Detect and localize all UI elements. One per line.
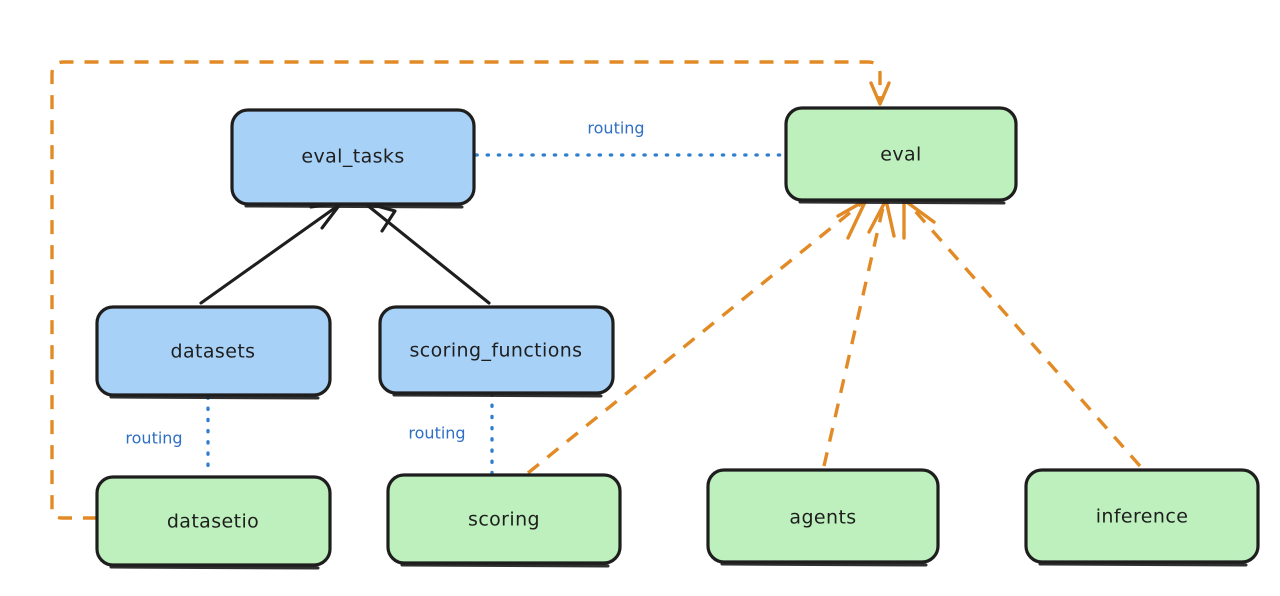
edge-label-routing-top: routing [587,119,644,138]
node-inference-box[interactable] [1024,468,1260,564]
node-eval_tasks-box[interactable] [230,108,476,206]
edge-datasets-eval_tasks-line [199,203,341,305]
node-datasetio-shadow [109,565,320,570]
node-agents-label: agents [789,507,856,529]
node-scoring_functions-label: scoring_functions [410,340,583,362]
node-datasets-shadow [109,395,320,400]
node-eval-label: eval [880,144,921,166]
node-datasets-box[interactable] [95,305,332,397]
edge-label-routing-scoring-functions: routing [408,424,465,443]
node-datasets[interactable]: datasets [95,305,332,400]
node-inference-shadow [1038,562,1248,567]
node-agents-shadow [720,562,928,567]
node-eval[interactable]: eval [784,106,1018,205]
node-scoring_functions[interactable]: scoring_functions [378,305,615,398]
edge-inference-eval-line [906,201,1142,468]
node-eval_tasks-label: eval_tasks [301,146,404,168]
edge-agents-eval-line [822,202,886,467]
edge-agents-eval [822,198,896,467]
edge-label-group: routing routing routing [125,119,644,448]
node-agents[interactable]: agents [706,468,940,567]
edge-scoringfn-eval_tasks-line [365,203,491,305]
edge-scoringfn-eval_tasks [364,201,491,305]
node-datasetio-box[interactable] [95,475,332,567]
edge-datasetio-eval [50,60,891,520]
edge-group [50,60,1142,520]
node-agents-box[interactable] [706,468,940,564]
edge-inference-eval-arrowhead [902,198,936,240]
node-datasetio-label: datasetio [167,511,259,533]
node-scoring-box[interactable] [386,473,622,565]
node-eval-box[interactable] [784,106,1018,202]
edge-label-routing-datasets: routing [125,429,182,448]
node-eval-shadow [798,200,1006,205]
node-scoring-label: scoring [468,509,540,531]
node-eval_tasks-shadow [244,204,464,209]
edge-inference-eval [902,198,1142,468]
node-inference[interactable]: inference [1024,468,1260,567]
node-datasets-label: datasets [171,341,256,363]
node-datasetio[interactable]: datasetio [95,475,332,570]
node-scoring_functions-shadow [392,393,603,398]
edge-scoring-eval-line [526,201,864,475]
node-eval_tasks[interactable]: eval_tasks [230,108,476,209]
node-inference-label: inference [1096,506,1189,528]
node-scoring_functions-box[interactable] [378,305,615,395]
edge-datasetio-eval-arrowhead [869,81,891,106]
node-scoring-shadow [400,563,610,568]
node-scoring[interactable]: scoring [386,473,622,568]
edge-datasets-eval_tasks [199,201,343,305]
